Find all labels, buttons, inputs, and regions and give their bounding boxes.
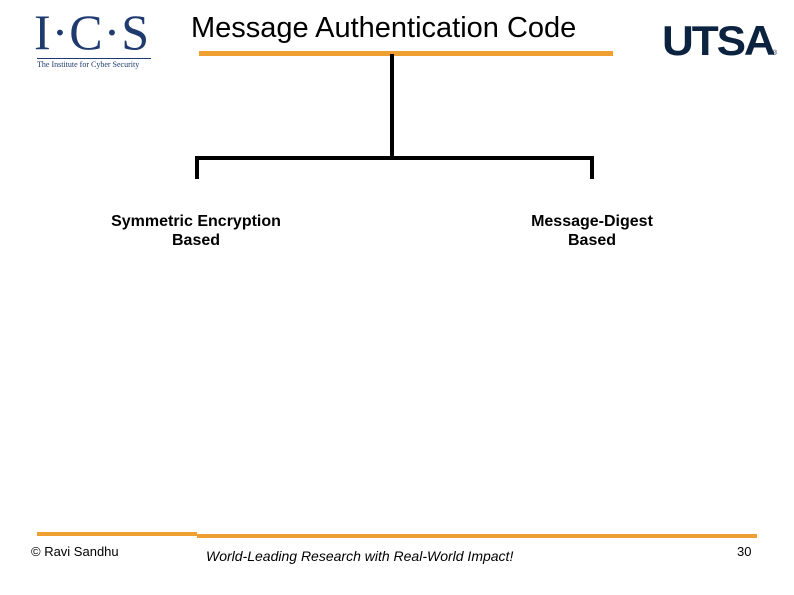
title-underline bbox=[199, 51, 613, 56]
footer-copyright: © Ravi Sandhu bbox=[31, 544, 119, 559]
utsa-registered-mark: ® bbox=[772, 50, 778, 57]
ics-logo-mark: I·C·S bbox=[34, 4, 151, 60]
footer-rule-left bbox=[37, 532, 197, 536]
node-right-line1: Message-Digest bbox=[531, 213, 653, 230]
node-left-line1: Symmetric Encryption bbox=[111, 213, 281, 230]
node-right-line2: Based bbox=[567, 232, 617, 249]
ics-logo-subtitle: The Institute for Cyber Security bbox=[37, 60, 140, 69]
slide-title: Message Authentication Code bbox=[191, 12, 577, 44]
page-number: 30 bbox=[737, 544, 752, 559]
utsa-logo: UTSA bbox=[662, 17, 776, 64]
node-left-line2: Based bbox=[171, 232, 221, 249]
ics-logo-rule bbox=[37, 58, 151, 59]
footer-rule-main bbox=[197, 534, 757, 538]
node-symmetric-encryption: Symmetric Encryption Based bbox=[86, 212, 306, 250]
node-message-digest: Message-Digest Based bbox=[492, 212, 692, 250]
ics-logo: I·C·S The Institute for Cyber Security bbox=[34, 6, 154, 72]
footer-tagline: World-Leading Research with Real-World I… bbox=[206, 548, 514, 564]
